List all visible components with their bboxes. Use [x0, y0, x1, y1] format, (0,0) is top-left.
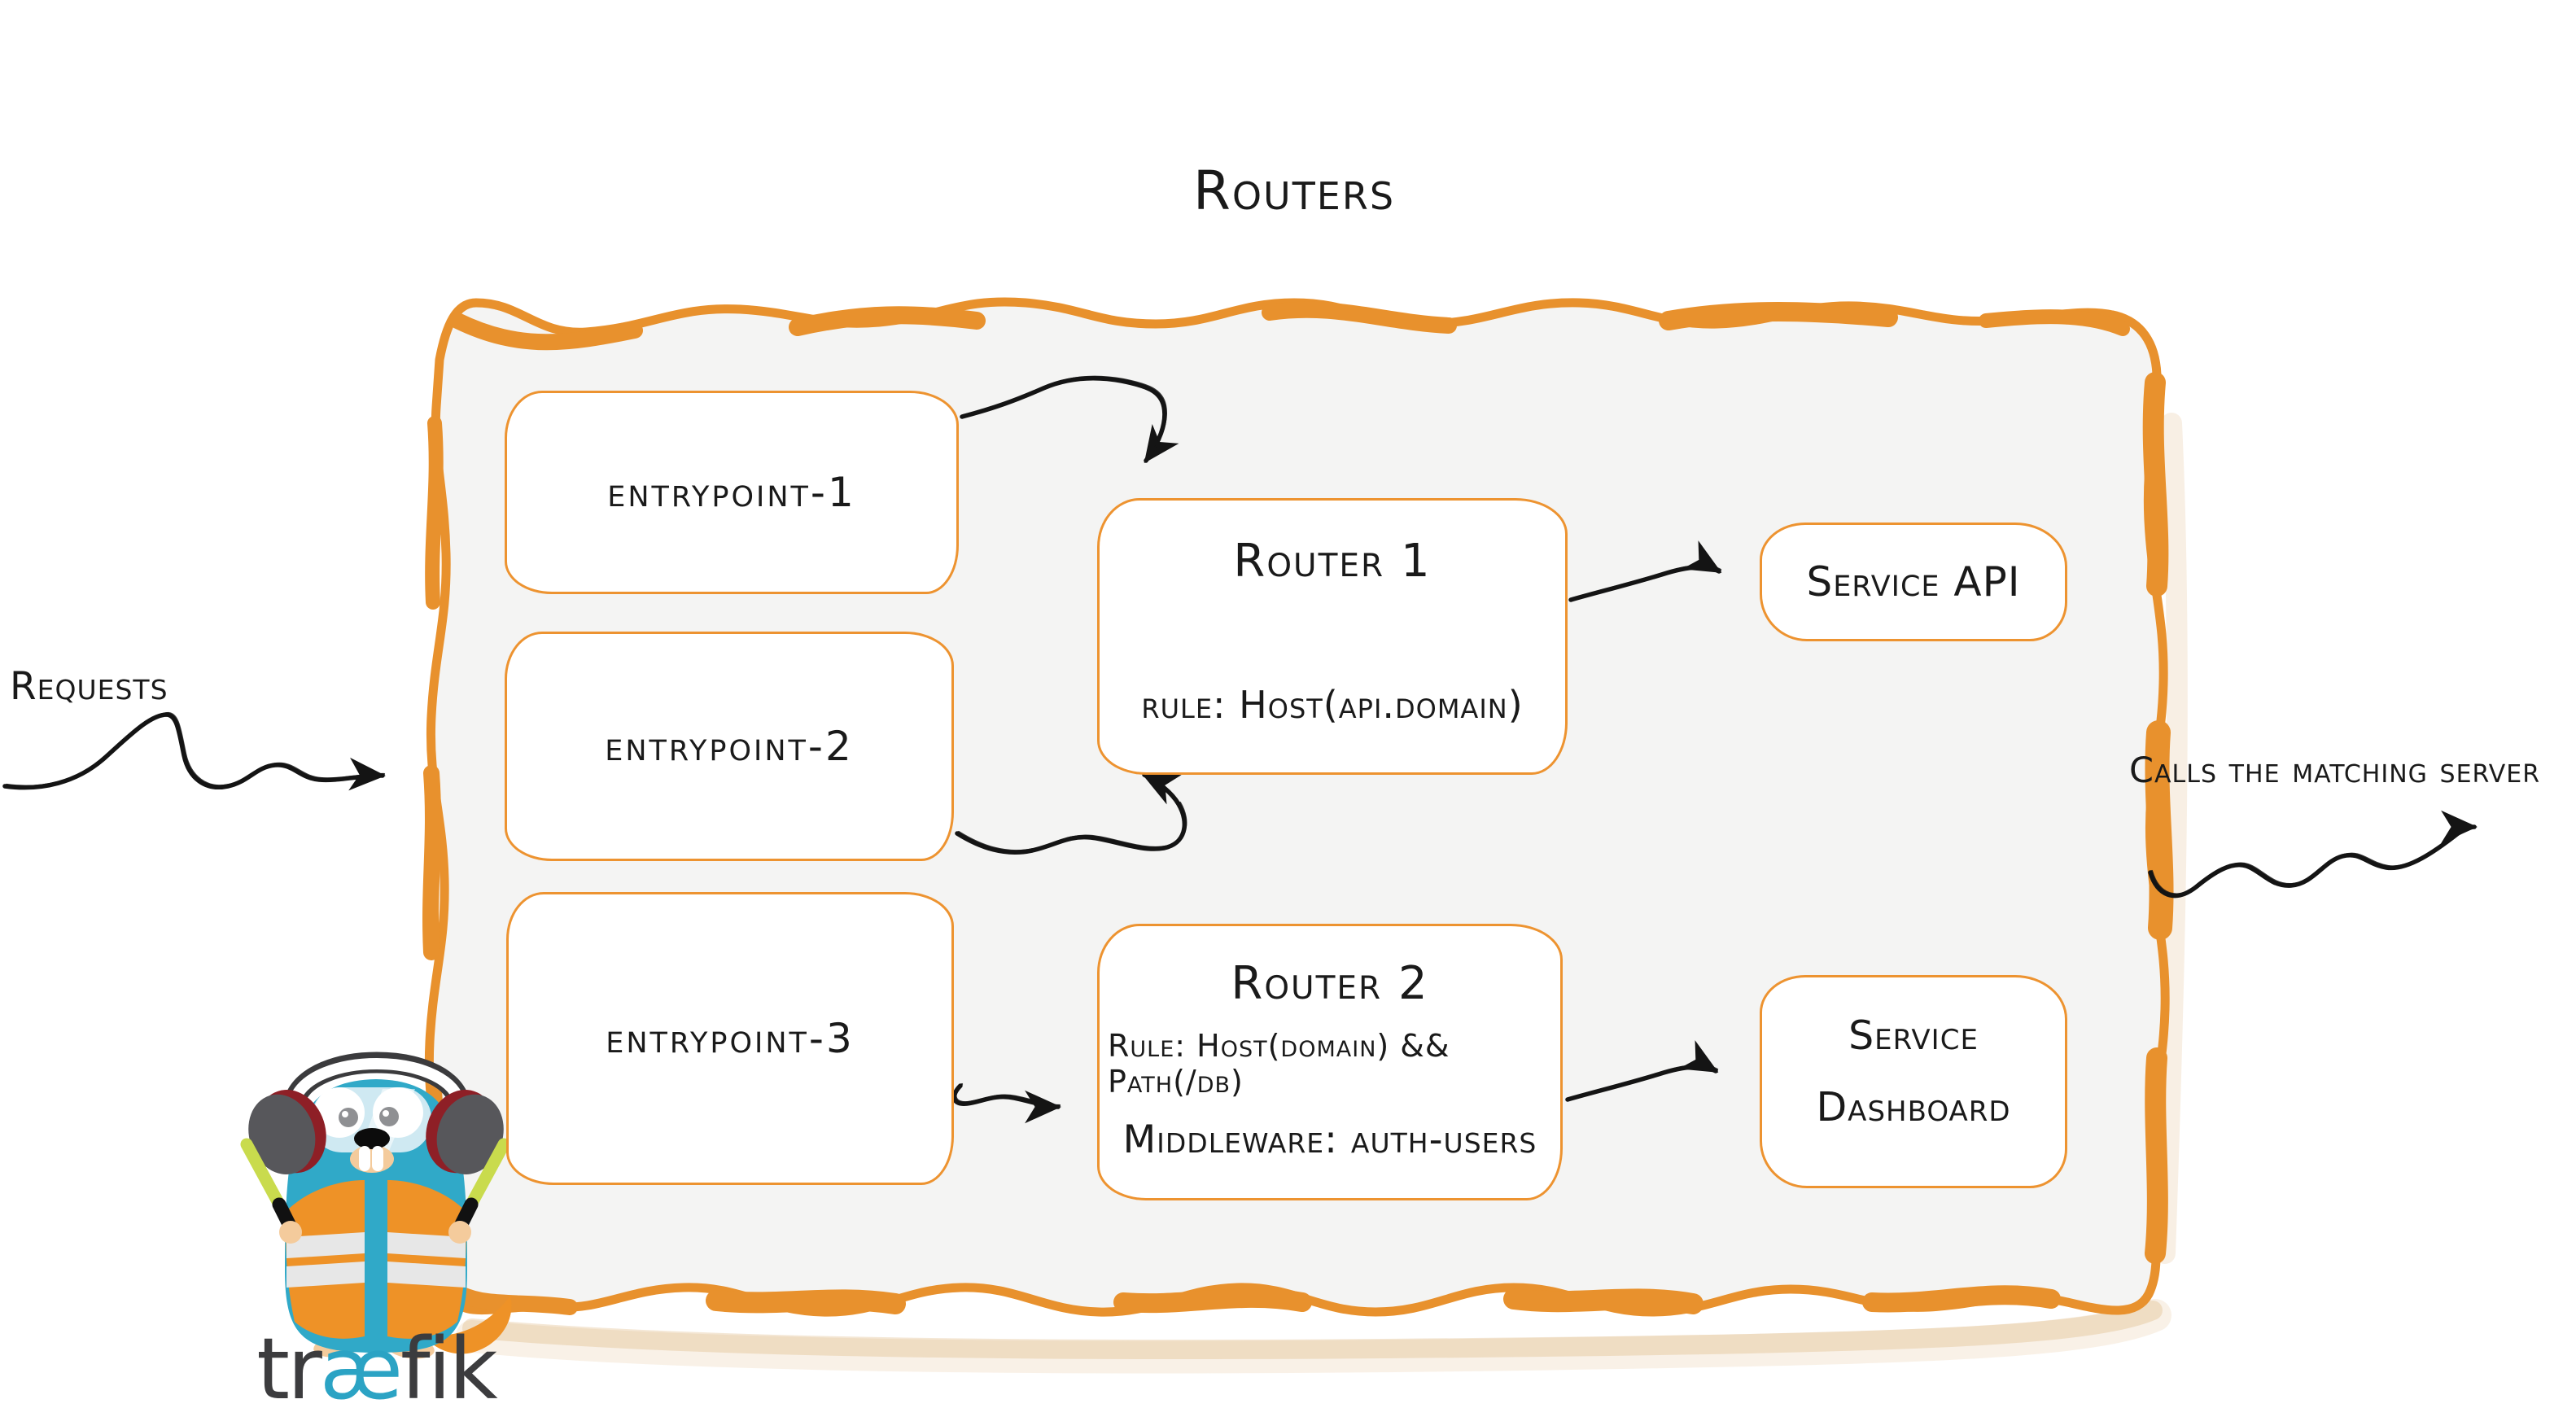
router-1-box: Router 1 rule: Host(api.domain) — [1097, 498, 1568, 775]
mascot-pupil-right — [379, 1107, 399, 1126]
mascot-nose — [354, 1128, 390, 1149]
entrypoint-3-box: entrypoint-3 — [506, 892, 954, 1185]
arrow-texture — [5, 375, 2461, 1107]
entrypoint-2-box: entrypoint-2 — [505, 632, 954, 861]
mascot-vest — [286, 1180, 466, 1339]
router-2-name: Router 2 — [1231, 957, 1429, 1010]
arrow-entrypoint3-to-router2 — [951, 1083, 1061, 1124]
mascot-pupil-left — [339, 1108, 358, 1127]
router-2-middleware: Middleware: auth-users — [1122, 1117, 1537, 1162]
calls-label: Calls the matching server — [2129, 750, 2541, 791]
mascot-earcup-right — [426, 1090, 504, 1174]
diagram-title: Routers — [1192, 160, 1396, 222]
arrow-entrypoint1-to-router1 — [960, 376, 1179, 464]
mascot-baton-right — [448, 1138, 510, 1244]
mascot-tooth-right — [372, 1146, 383, 1171]
mascot-tooth-left — [359, 1146, 370, 1171]
router-2-rule: Rule: Host(domain) && Path(/db) — [1108, 1028, 1450, 1100]
router-2-box: Router 2 Rule: Host(domain) && Path(/db)… — [1097, 924, 1563, 1200]
traefik-wordmark: træfik — [256, 1319, 497, 1408]
mascot-hand-left — [279, 1221, 302, 1244]
container-brush-accents — [422, 301, 2174, 1315]
arrow-entrypoint2-to-router1 — [955, 772, 1187, 855]
container-shadow — [456, 413, 2188, 1374]
traefik-logo: træfik — [240, 1052, 512, 1408]
arrow-router1-to-service-api — [1568, 540, 1722, 602]
arrows — [2, 375, 2478, 1124]
service-api-box: Service API — [1760, 523, 2067, 641]
entrypoint-1-box: entrypoint-1 — [505, 391, 959, 594]
entrypoint-1-label: entrypoint-1 — [607, 469, 856, 516]
entrypoint-2-label: entrypoint-2 — [605, 723, 854, 770]
mascot-tail — [423, 1296, 512, 1354]
mascot-baton-left — [240, 1138, 302, 1244]
requests-arrow — [2, 712, 386, 791]
router-1-name: Router 1 — [1233, 535, 1432, 588]
service-dashboard-box: Service Dashboard — [1760, 975, 2067, 1188]
mascot-hand-right — [448, 1221, 471, 1244]
service-dashboard-label-line1: Service — [1848, 1012, 1979, 1059]
router-1-rule: rule: Host(api.domain) — [1141, 683, 1524, 727]
service-api-label: Service API — [1806, 558, 2021, 606]
arrow-router2-to-service-dashboard — [1565, 1040, 1719, 1102]
entrypoint-3-label: entrypoint-3 — [606, 1015, 855, 1062]
mascot-pupil-right-glint — [383, 1110, 389, 1117]
requests-label: Requests — [10, 664, 168, 709]
service-dashboard-label-line2: Dashboard — [1816, 1084, 2011, 1130]
mascot-earcup-left — [248, 1090, 326, 1174]
mascot-pupil-left-glint — [342, 1111, 348, 1117]
mascot-headphone-band-inner — [289, 1058, 465, 1106]
